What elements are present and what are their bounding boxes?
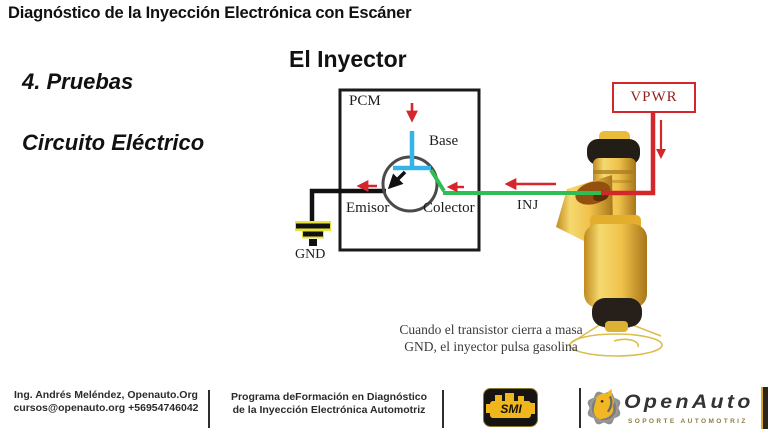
caption-line-1: Cuando el transistor cierra a masa <box>399 322 583 337</box>
horse-head-icon <box>593 388 614 420</box>
footer-author-name: Ing. Andrés Meléndez, Openauto.Org <box>14 389 198 401</box>
diagram-title: El Inyector <box>289 46 407 72</box>
footer-author-contact: cursos@openauto.org +56954746042 <box>13 401 199 414</box>
pcm-label: PCM <box>349 93 381 109</box>
caption-line-2: GND, el inyector pulsa gasolina <box>404 339 578 355</box>
section-heading-circuito: Circuito Eléctrico <box>22 130 205 155</box>
vpwr-label: VPWR <box>630 89 678 105</box>
transistor-symbol <box>381 131 446 213</box>
slide-header-title: Diagnóstico de la Inyección Electrónica … <box>8 4 412 22</box>
vpwr-wire-red <box>601 113 656 196</box>
current-flow-arrows <box>356 103 667 193</box>
gnd-label: GND <box>295 247 326 262</box>
smi-logo-text: SMI <box>500 402 522 416</box>
footer-author-block: Ing. Andrés Meléndez, Openauto.Org curso… <box>5 389 207 415</box>
openauto-logo-subtext: SOPORTE AUTOMOTRIZ <box>628 418 748 425</box>
edge-logo-sliver <box>761 387 768 429</box>
footer-divider-3 <box>579 388 581 428</box>
smi-engine-icon <box>486 393 535 418</box>
spray-cone <box>569 323 663 357</box>
footer: Ing. Andrés Meléndez, Openauto.Org curso… <box>0 385 768 432</box>
openauto-gear-icon <box>587 388 621 425</box>
base-label: Base <box>429 133 459 149</box>
circuit-wires <box>295 88 667 252</box>
footer-divider-1 <box>208 390 210 428</box>
footer-program-block: Programa deFormación en Diagnóstico de l… <box>218 391 440 417</box>
vpwr-box: VPWR <box>612 82 696 113</box>
smi-logo: SMI <box>483 388 538 427</box>
footer-program-line2: de la Inyección Electrónica Automotriz <box>232 403 426 416</box>
diagram-caption: Cuando el transistor cierra a masa GND, … <box>366 321 616 356</box>
footer-divider-2 <box>442 390 444 428</box>
footer-program-line1: Programa deFormación en Diagnóstico <box>230 391 428 403</box>
openauto-logo-text: OpenAuto <box>624 392 754 413</box>
inj-label: INJ <box>517 198 539 213</box>
section-heading-pruebas: 4. Pruebas <box>22 69 134 94</box>
emitter-label: Emisor <box>346 200 390 216</box>
ground-symbol <box>296 223 330 246</box>
collector-label: Colector <box>423 200 475 216</box>
